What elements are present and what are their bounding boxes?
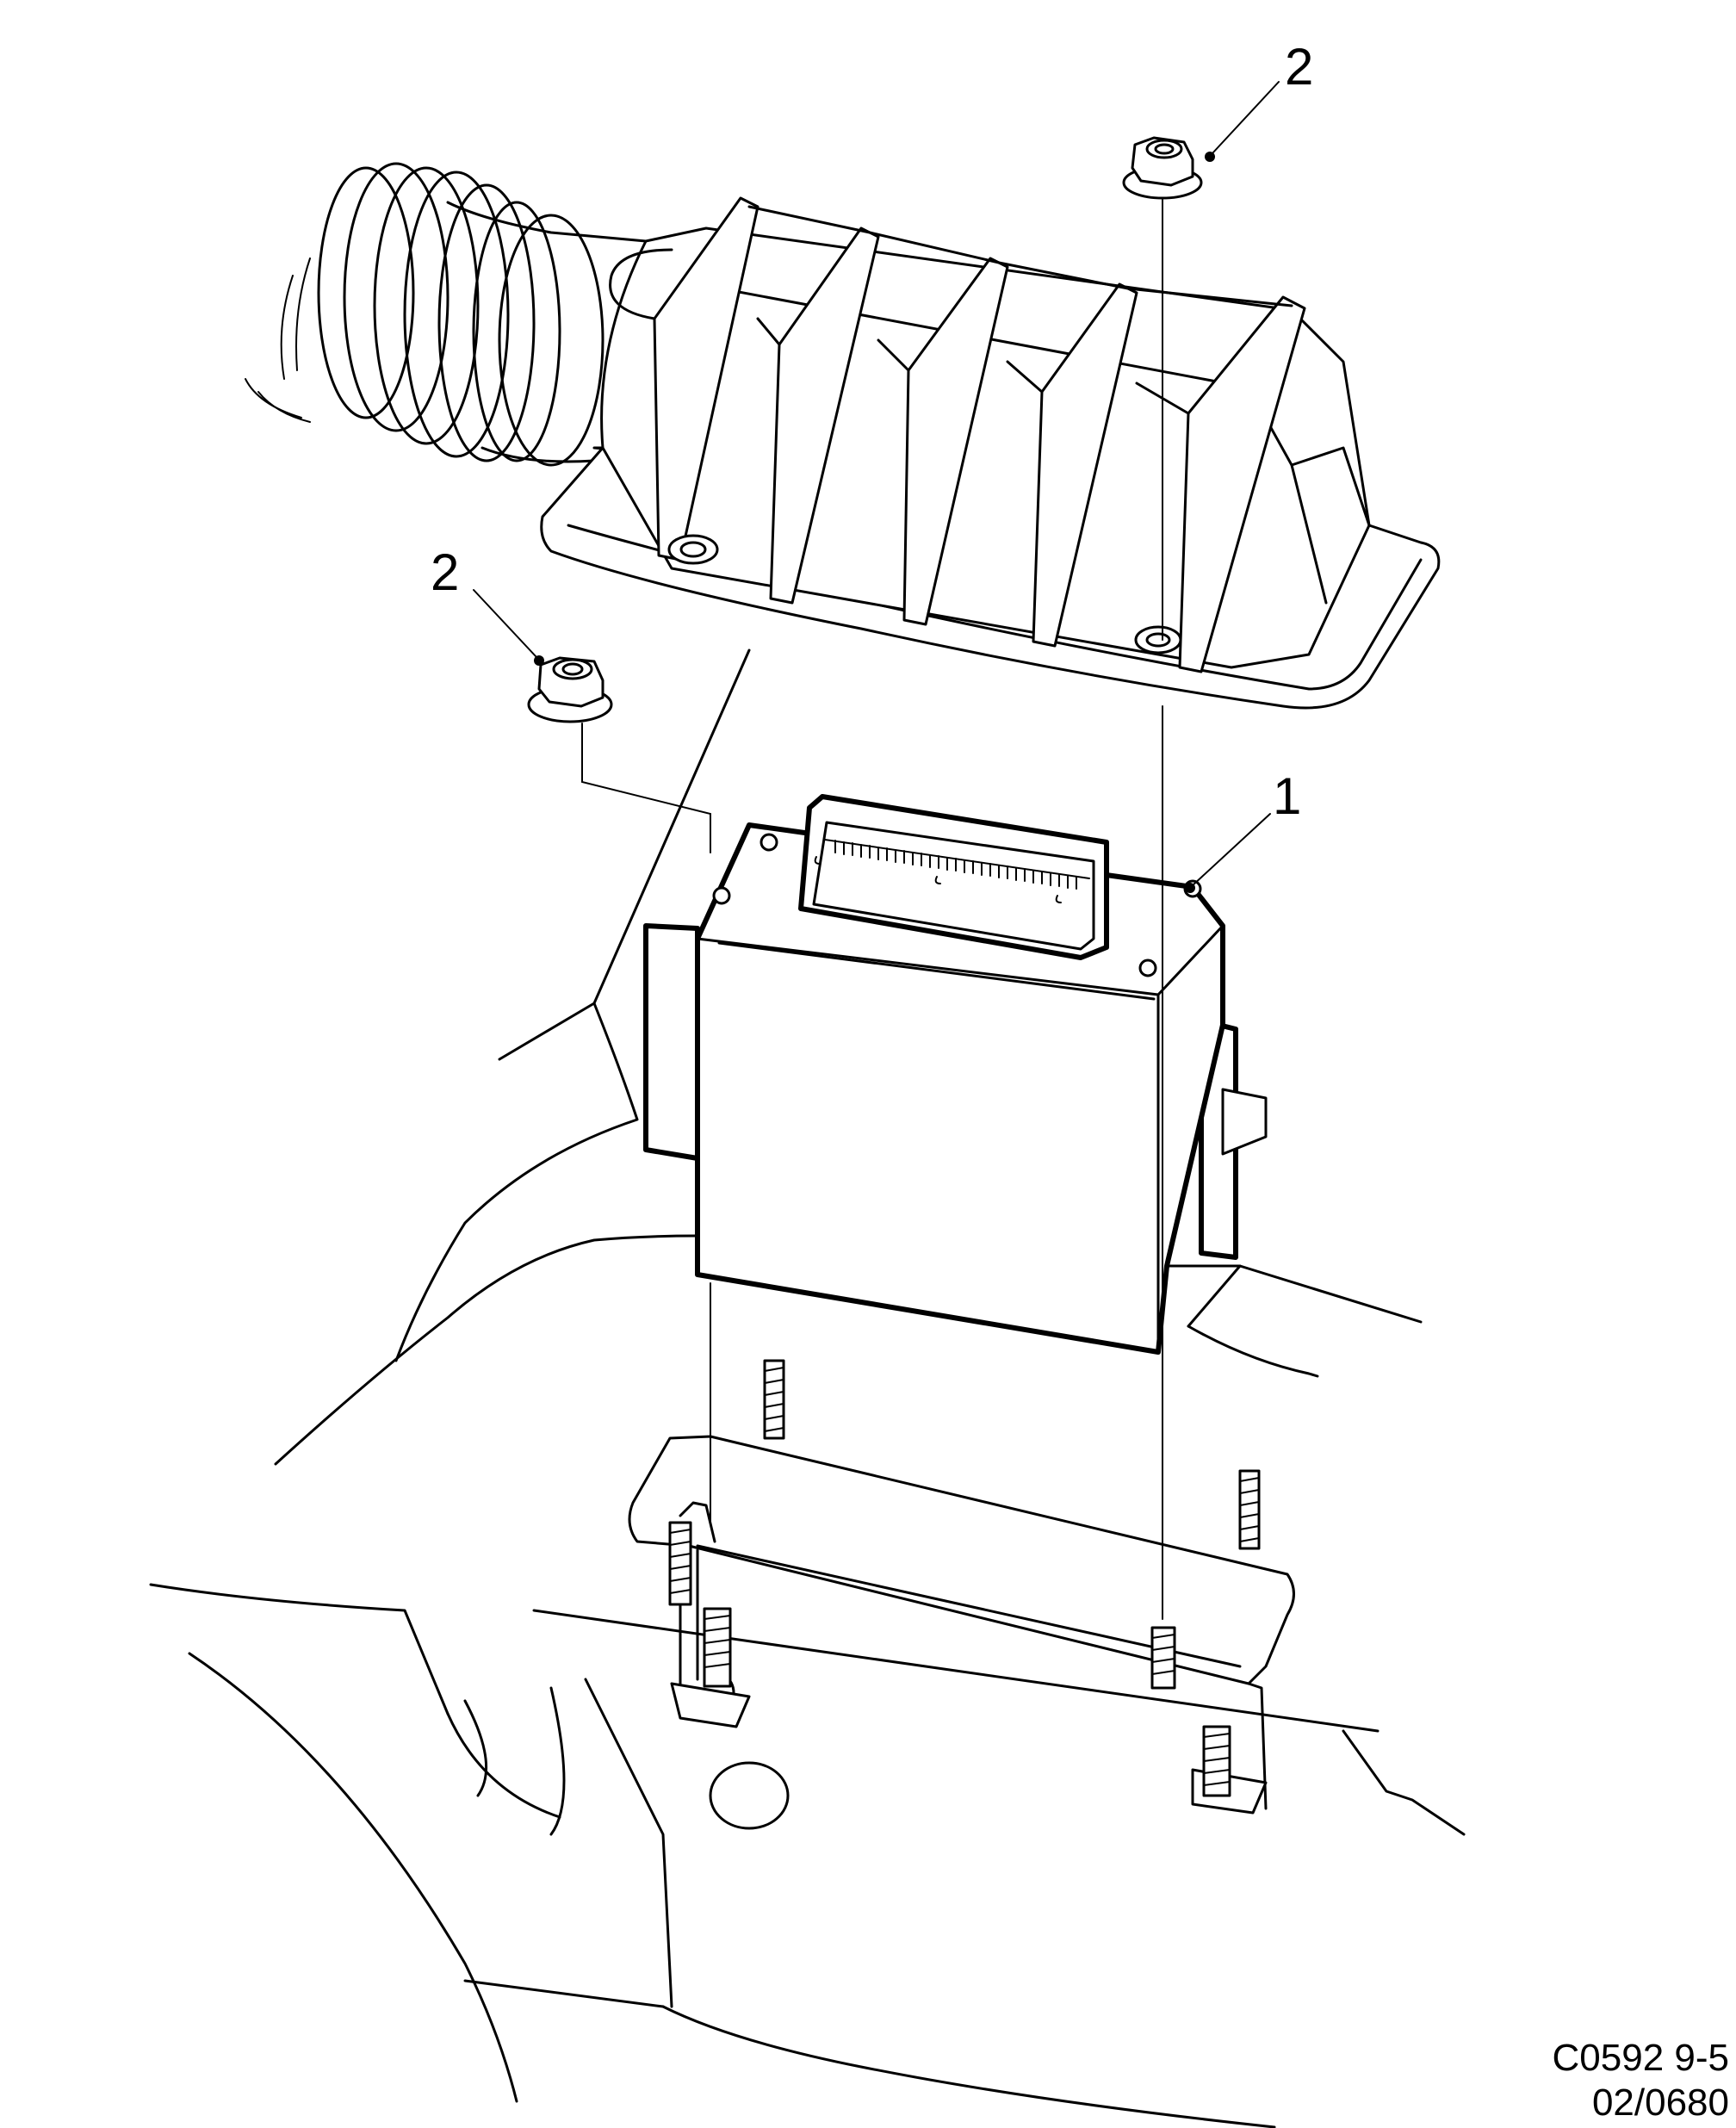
callout-1-ecu: 1 bbox=[1185, 767, 1301, 893]
control-module bbox=[643, 794, 1268, 1355]
stud-lower-left bbox=[703, 1607, 732, 1688]
callout-1-label: 1 bbox=[1273, 767, 1301, 825]
callout-2-top: 2 bbox=[1205, 38, 1313, 162]
callout-2-top-label: 2 bbox=[1285, 38, 1313, 96]
mounting-bracket bbox=[628, 1435, 1295, 1815]
flange-nut-left bbox=[527, 656, 613, 723]
connector-pins bbox=[834, 840, 1077, 890]
stud-front-right bbox=[1150, 1626, 1176, 1690]
flange-nut-top bbox=[1122, 136, 1203, 200]
stud-front-left bbox=[668, 1521, 692, 1606]
body-panel-lines bbox=[149, 648, 1466, 2128]
revision-code: 02/0680 bbox=[1591, 2081, 1729, 2124]
stud-right bbox=[1238, 1469, 1261, 1550]
figure-code: C0592 9-5 bbox=[1552, 2037, 1729, 2079]
callout-2-left-label: 2 bbox=[431, 543, 459, 601]
stud-center bbox=[763, 1359, 785, 1440]
callout-2-left: 2 bbox=[431, 543, 544, 666]
air-intake-housing bbox=[245, 162, 1441, 710]
stud-lower-right bbox=[1202, 1725, 1231, 1797]
alignment-lines bbox=[581, 199, 1163, 1620]
